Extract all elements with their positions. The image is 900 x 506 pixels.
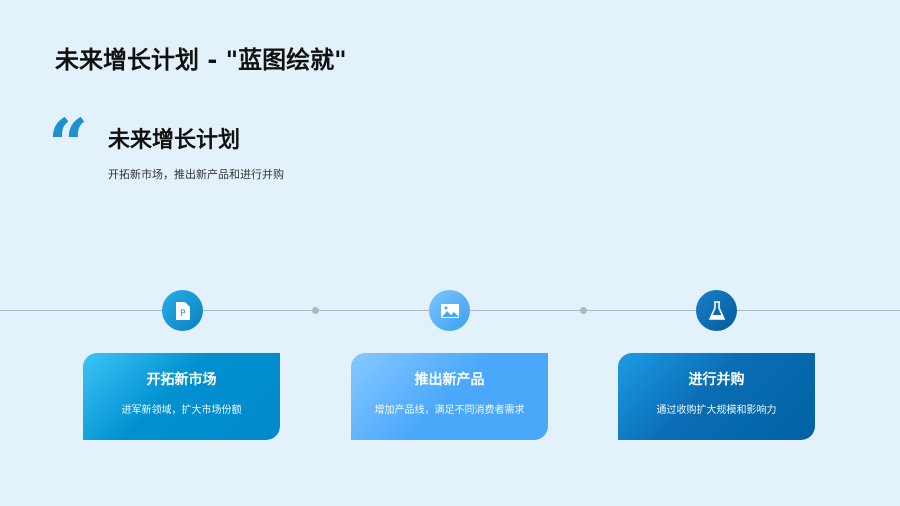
step-text: 通过收购扩大规模和影响力 [656,405,777,416]
page-title: 未来增长计划 - "蓝图绘就" [55,46,347,74]
step-text: 进军新领域，扩大市场份额 [121,405,242,416]
section-heading: 未来增长计划 [108,128,241,153]
step-title: 推出新产品 [414,372,485,388]
quote-icon: “ [48,103,89,186]
step-card-new-market: 开拓新市场 进军新领域，扩大市场份额 [83,353,280,440]
image-icon [429,290,470,331]
document-icon: P [162,290,203,331]
section-description: 开拓新市场，推出新产品和进行并购 [108,168,284,181]
step-card-acquisition: 进行并购 通过收购扩大规模和影响力 [618,353,815,440]
flask-icon [696,290,737,331]
timeline-dot [312,307,319,314]
step-title: 进行并购 [688,372,745,388]
step-text: 增加产品线，满足不同消费者需求 [374,405,525,416]
timeline-dot [580,307,587,314]
step-title: 开拓新市场 [146,372,217,388]
svg-text:P: P [180,309,186,319]
step-card-new-product: 推出新产品 增加产品线，满足不同消费者需求 [351,353,548,440]
